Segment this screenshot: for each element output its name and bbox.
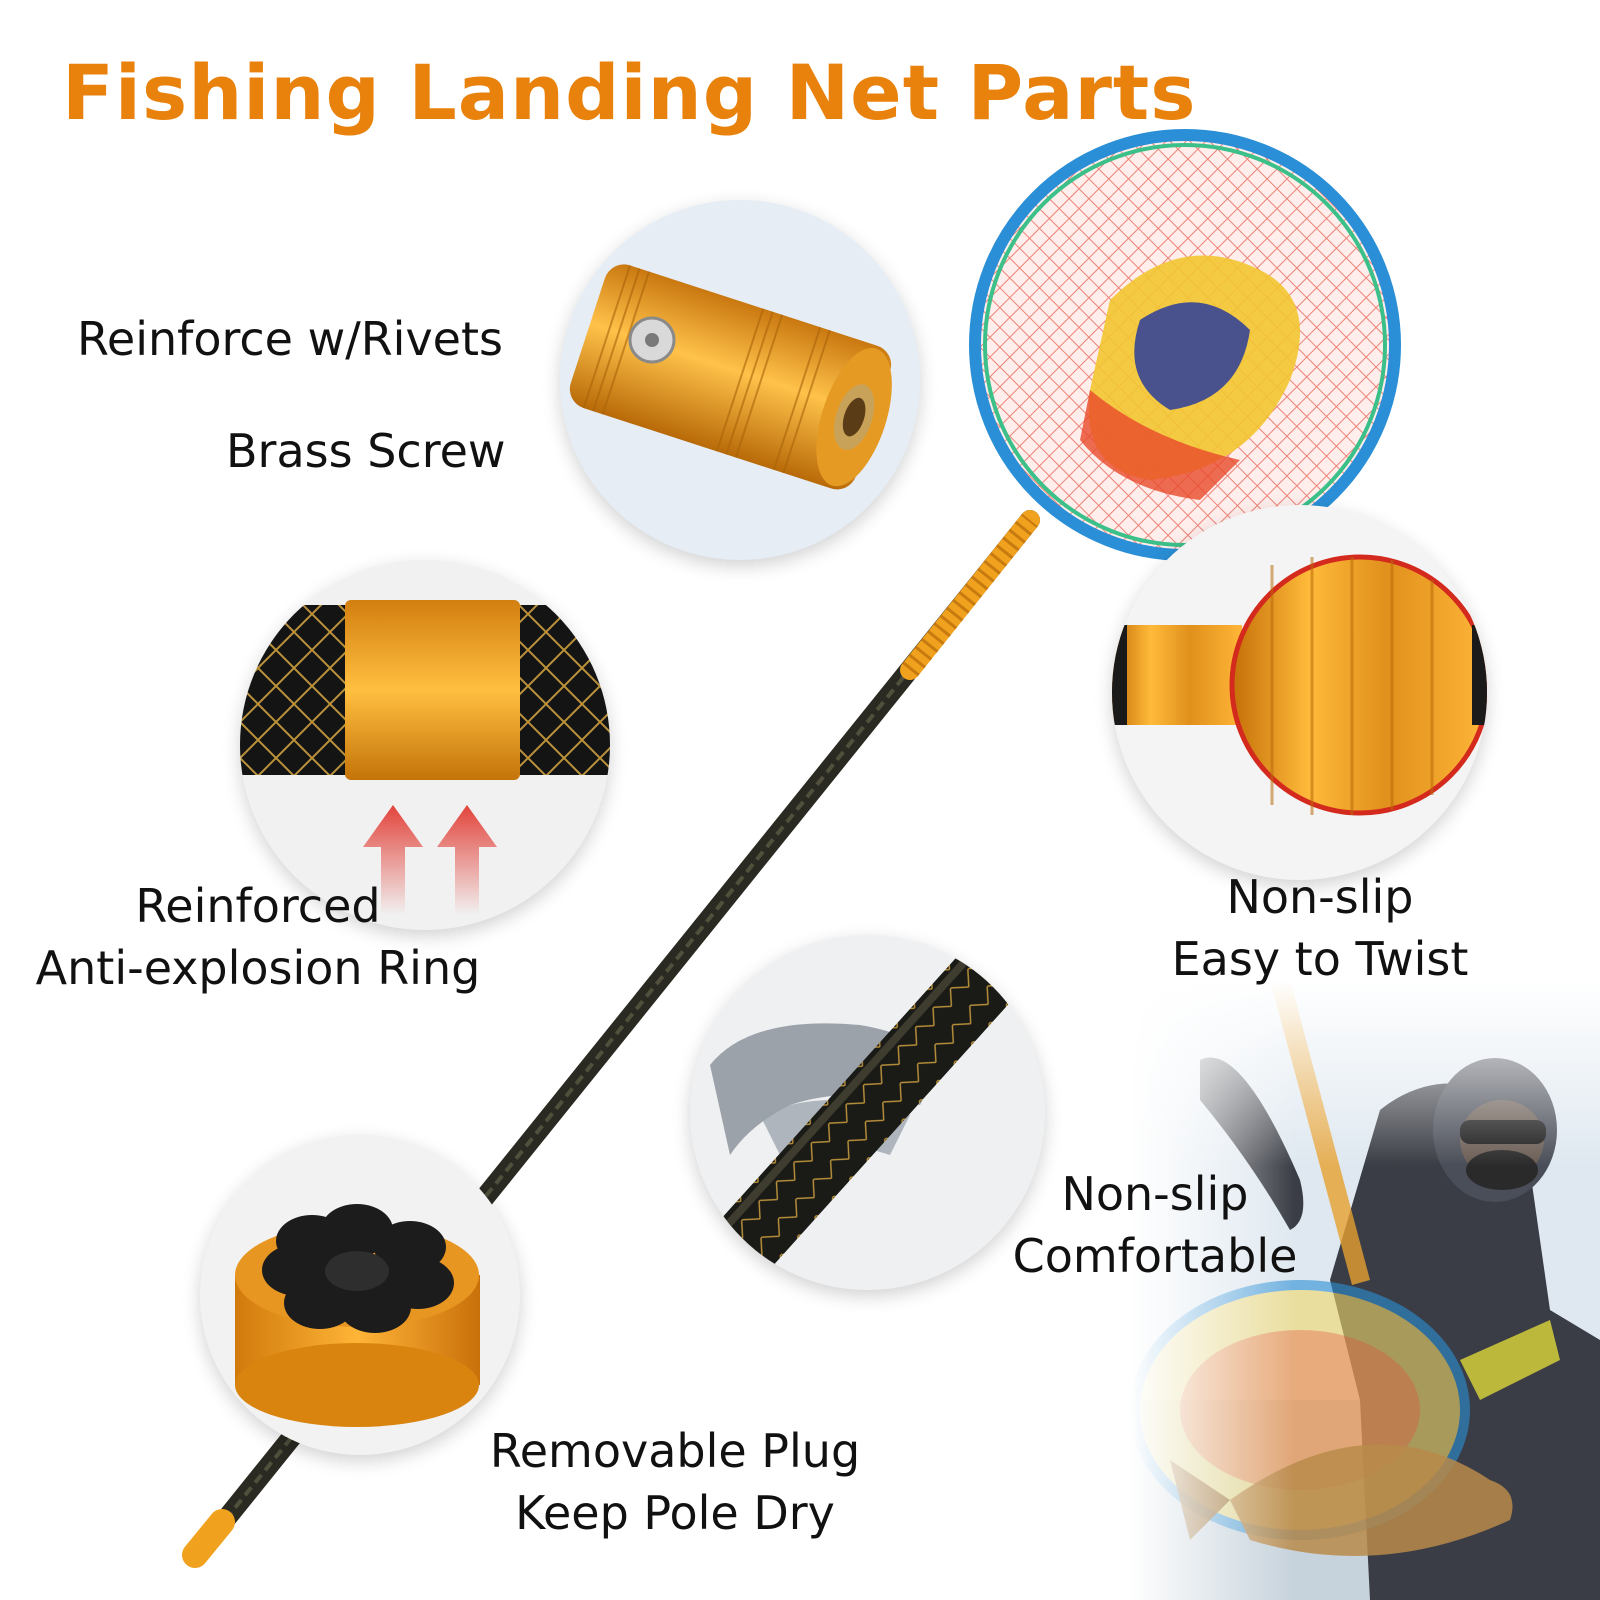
- butt-cap: [182, 1509, 235, 1568]
- label-plug-line1: Removable Plug: [489, 1424, 861, 1478]
- hand-grip-icon: [707, 936, 1028, 1281]
- label-plug: Removable Plug Keep Pole Dry: [470, 1420, 880, 1544]
- label-grip: Non-slip Comfortable: [990, 1163, 1320, 1287]
- knob-disc: [1229, 554, 1487, 816]
- label-twist-line1: Non-slip: [1226, 870, 1414, 924]
- flower-plug-icon: [235, 1204, 480, 1427]
- twist-knob-icon: [1112, 554, 1487, 816]
- label-ring: Reinforced Anti-explosion Ring: [18, 875, 498, 999]
- label-twist-line2: Easy to Twist: [1171, 932, 1469, 986]
- label-ring-line1: Reinforced: [135, 879, 381, 933]
- label-plug-line2: Keep Pole Dry: [515, 1486, 835, 1540]
- label-brass-screw: Brass Screw: [226, 424, 506, 478]
- reinforcement-ring-icon: [240, 600, 610, 780]
- angler-photo: [1130, 980, 1600, 1600]
- label-grip-line2: Comfortable: [1012, 1229, 1298, 1283]
- threaded-connector-icon: [569, 264, 892, 490]
- connector-closeup: [560, 200, 920, 560]
- label-rivets: Reinforce w/Rivets: [77, 312, 503, 366]
- knob-closeup: [1112, 505, 1487, 880]
- carbon-handle: [707, 936, 1028, 1281]
- plug-closeup: [200, 1135, 520, 1455]
- label-twist: Non-slip Easy to Twist: [1120, 866, 1520, 990]
- label-grip-line1: Non-slip: [1061, 1167, 1249, 1221]
- up-arrows-icon: [363, 805, 497, 915]
- grip-closeup: [690, 935, 1045, 1290]
- label-ring-line2: Anti-explosion Ring: [35, 941, 481, 995]
- ring-closeup: [240, 560, 610, 930]
- gold-ring: [345, 600, 520, 780]
- telescopic-gold-section: [900, 510, 1040, 680]
- page-title: Fishing Landing Net Parts: [62, 48, 1197, 137]
